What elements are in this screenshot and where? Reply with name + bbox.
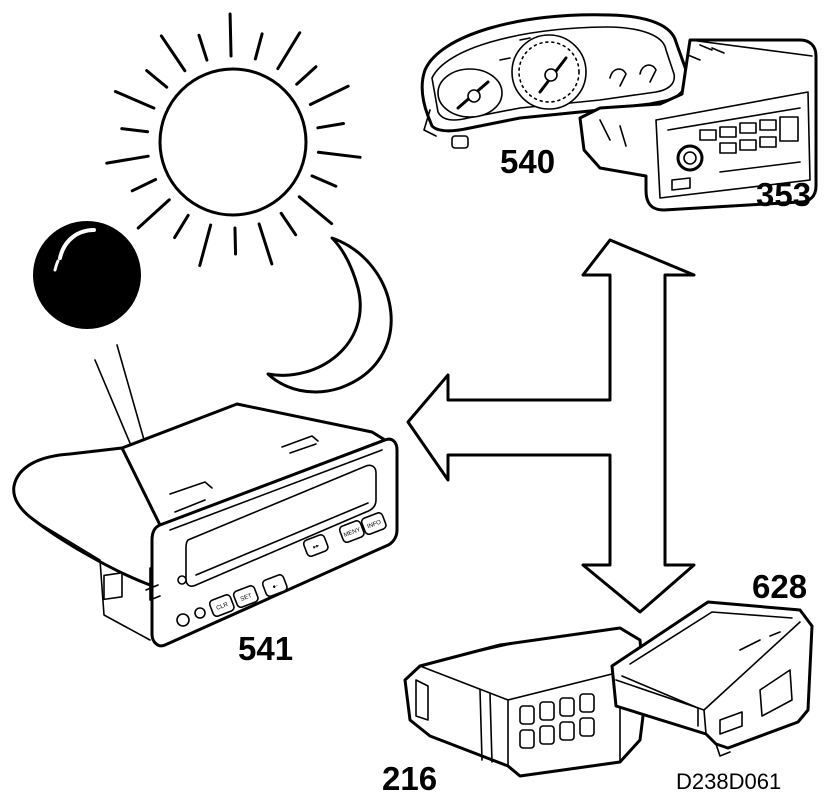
label-628: 628 [752, 568, 807, 605]
display-button-label: CLR [216, 602, 230, 612]
display-button-label: ▸▸ [312, 543, 320, 551]
label-541: 541 [238, 630, 293, 667]
sun-icon [105, 12, 362, 268]
module-slot [519, 729, 535, 749]
sun-ray [228, 12, 233, 58]
sun-ray [105, 154, 150, 165]
display-button: CLR [208, 594, 235, 618]
module-slot [519, 705, 535, 725]
moon-icon [266, 236, 393, 394]
label-540: 540 [500, 143, 555, 180]
display-button: SET [232, 585, 259, 609]
sun-ray [310, 174, 338, 188]
display-button-label: SET [240, 593, 253, 603]
sun-ray [145, 69, 169, 89]
sun-ray [279, 211, 298, 237]
amplifier-628 [610, 600, 814, 757]
module-slot [559, 721, 575, 741]
display-unit-541: CLR SET ●- ▸▸ MENY INFO [12, 402, 399, 648]
display-button-label: MENY [343, 527, 361, 539]
module-slot [559, 697, 575, 717]
label-353: 353 [756, 176, 811, 213]
display-button-label: ●- [272, 583, 279, 591]
sun-ray [295, 65, 318, 86]
sun-ray [297, 195, 334, 226]
module-slot [579, 717, 595, 737]
control-module-216 [403, 626, 647, 778]
radio-353 [578, 38, 818, 212]
sun-ray [173, 213, 190, 240]
sun-ray [257, 222, 274, 266]
sun-ray [159, 34, 187, 73]
sun-ray [136, 198, 171, 230]
sun-ray [316, 122, 345, 130]
instrument-cluster-540 [420, 13, 689, 149]
module-slot [539, 725, 555, 745]
sun-ray [233, 226, 238, 256]
sun-ray [113, 89, 156, 110]
display-button-label: INFO [367, 519, 383, 530]
sun-ray [198, 223, 213, 268]
module-slot [579, 693, 595, 713]
sun-ray [197, 33, 209, 62]
sun-ray [120, 127, 150, 134]
figure-reference: D238D061 [676, 769, 781, 794]
display-button: ▸▸ [302, 534, 329, 558]
display-button: INFO [360, 512, 387, 536]
sun-ray [253, 32, 264, 61]
sun-ray [130, 177, 158, 193]
sun-ray [308, 84, 350, 107]
connection-arrows [406, 238, 696, 614]
display-button: ●- [261, 574, 288, 598]
sun-ray [316, 150, 362, 159]
module-slot [539, 701, 555, 721]
sun-ray [276, 31, 302, 71]
display-button: MENY [338, 520, 365, 544]
label-216: 216 [382, 760, 437, 797]
